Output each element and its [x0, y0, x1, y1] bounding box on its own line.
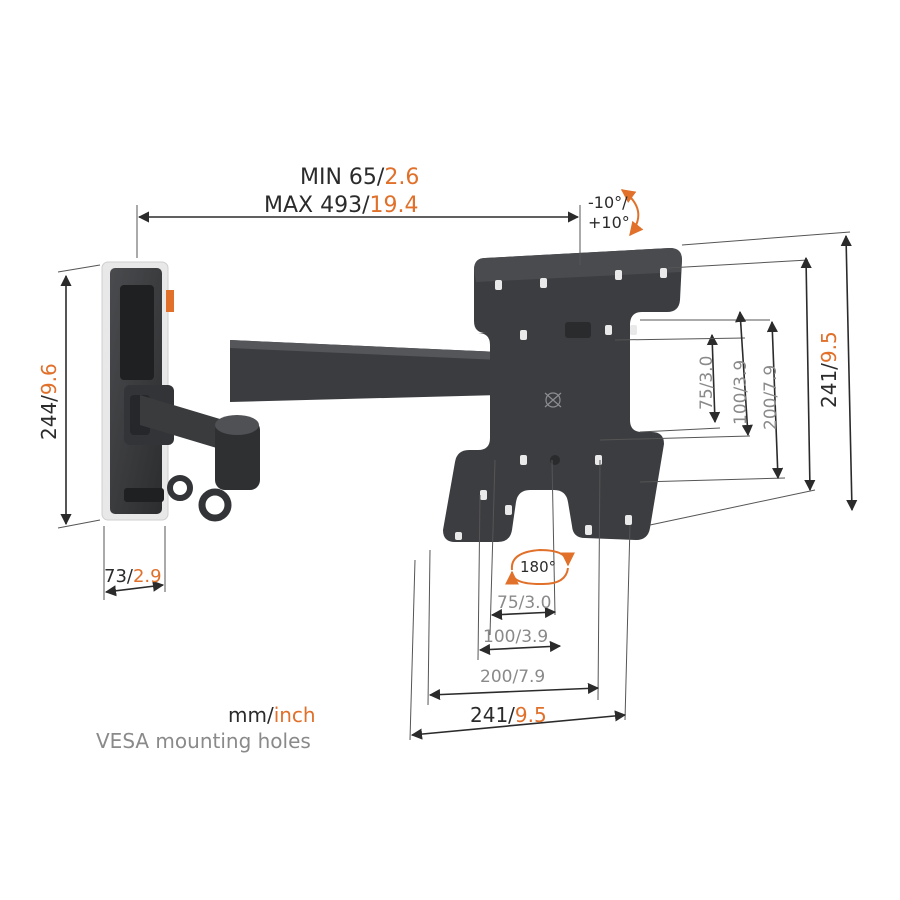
vesa-vertical-75: 75/3.0	[697, 356, 717, 410]
vesa-horizontal-200: 200/7.9	[480, 667, 545, 687]
vesa-vertical-241: 241/9.5	[817, 331, 841, 408]
product-illustration	[101, 248, 682, 542]
elbow-joint	[215, 420, 260, 490]
vesa-vertical-100: 100/3.9	[731, 360, 751, 425]
reach-min-label: MIN 65/2.6	[300, 165, 419, 190]
rotate-arrow-icon	[505, 548, 575, 586]
vesa-horizontal-75: 75/3.0	[497, 593, 551, 613]
plate-depth-dimension	[104, 580, 165, 597]
tilt-up-label: -10°/	[588, 193, 628, 212]
tilt-arrow-icon	[620, 189, 644, 237]
plate-height-label: 244/9.6	[37, 363, 61, 440]
plate-depth-label: 73/2.9	[104, 566, 162, 587]
lock-tab	[166, 290, 174, 312]
tilt-down-label: +10°	[588, 213, 630, 232]
dimension-lines	[57, 205, 858, 741]
vesa-horizontal-100: 100/3.9	[483, 627, 548, 647]
reach-max-label: MAX 493/19.4	[264, 193, 418, 218]
rotation-label: 180°	[520, 558, 556, 576]
units-legend: mm/inch	[228, 703, 316, 727]
vesa-vertical-200: 200/7.9	[761, 365, 781, 430]
vesa-caption: VESA mounting holes	[96, 729, 311, 753]
vesa-horizontal-241: 241/9.5	[470, 703, 547, 727]
vesa-plate	[443, 248, 682, 542]
brand-logo-icon	[544, 392, 562, 408]
